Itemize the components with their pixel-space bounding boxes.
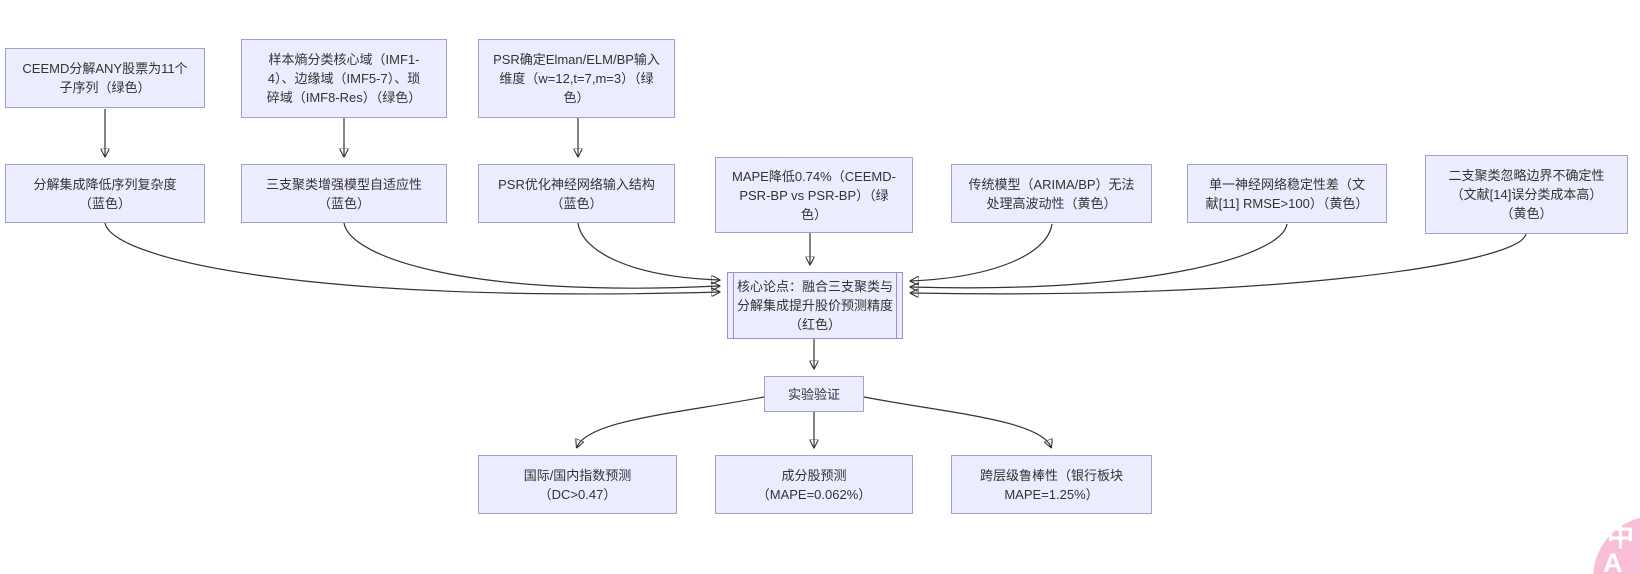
edge-b3-core bbox=[577, 222, 719, 280]
node-label: 国际/国内指数预测 （DC>0.47） bbox=[523, 467, 632, 502]
node-three-way-clustering-adaptivity: 三支聚类增强模型自适应性 （蓝色） bbox=[241, 164, 447, 223]
node-label: PSR确定Elman/ELM/BP输入 维度（w=12,t=7,m=3）（绿 色… bbox=[493, 52, 660, 105]
node-sample-entropy-classification: 样本熵分类核心域（IMF1- 4）、边缘域（IMF5-7）、琐 碎域（IMF8-… bbox=[241, 39, 447, 118]
node-cross-level-robustness-result: 跨层级鲁棒性（银行板块 MAPE=1.25%） bbox=[951, 455, 1152, 514]
node-constituent-stock-result: 成分股预测 （MAPE=0.062%） bbox=[715, 455, 913, 514]
node-index-forecast-result: 国际/国内指数预测 （DC>0.47） bbox=[478, 455, 677, 514]
node-traditional-model-limitation: 传统模型（ARIMA/BP）无法 处理高波动性（黄色） bbox=[951, 164, 1152, 223]
edge-exp-c1 bbox=[577, 396, 765, 447]
node-single-network-instability: 单一神经网络稳定性差（文 献[11] RMSE>100）（黄色） bbox=[1187, 164, 1387, 223]
edge-b6-core bbox=[911, 223, 1288, 288]
edge-b2-core bbox=[343, 222, 719, 288]
translate-icon: 中 A bbox=[1603, 522, 1635, 574]
node-label: PSR优化神经网络输入结构 （蓝色） bbox=[498, 176, 655, 211]
node-two-way-clustering-limitation: 二支聚类忽略边界不确定性 （文献[14]误分类成本高） （黄色） bbox=[1425, 155, 1628, 234]
node-label: 样本熵分类核心域（IMF1- 4）、边缘域（IMF5-7）、琐 碎域（IMF8-… bbox=[266, 52, 422, 105]
node-label: 核心论点：融合三支聚类与 分解集成提升股价预测精度 （红色） bbox=[736, 279, 893, 332]
node-mape-reduction: MAPE降低0.74%（CEEMD- PSR-BP vs PSR-BP）（绿 色… bbox=[715, 157, 913, 233]
node-label: 单一神经网络稳定性差（文 献[11] RMSE>100）（黄色） bbox=[1205, 176, 1369, 211]
node-label: MAPE降低0.74%（CEEMD- PSR-BP vs PSR-BP）（绿 色… bbox=[732, 168, 896, 222]
subroutine-border-line-right bbox=[896, 273, 897, 338]
node-core-thesis: 核心论点：融合三支聚类与 分解集成提升股价预测精度 （红色） bbox=[727, 272, 903, 339]
node-psr-input-dimension: PSR确定Elman/ELM/BP输入 维度（w=12,t=7,m=3）（绿 色… bbox=[478, 39, 675, 118]
node-ceemd-decomposition: CEEMD分解ANY股票为11个 子序列（绿色） bbox=[5, 48, 205, 108]
node-label: 实验验证 bbox=[787, 386, 840, 402]
node-label: 三支聚类增强模型自适应性 （蓝色） bbox=[265, 176, 422, 211]
edge-b5-core bbox=[911, 223, 1053, 281]
subroutine-border-line-left bbox=[733, 273, 734, 338]
node-label: 传统模型（ARIMA/BP）无法 处理高波动性（黄色） bbox=[968, 176, 1135, 211]
node-label: 成分股预测 （MAPE=0.062%） bbox=[756, 467, 872, 502]
node-decomposition-reduces-complexity: 分解集成降低序列复杂度 （蓝色） bbox=[5, 164, 205, 223]
translate-icon-en: A bbox=[1603, 548, 1624, 574]
node-label: 跨层级鲁棒性（银行板块 MAPE=1.25%） bbox=[979, 467, 1123, 502]
node-label: 二支聚类忽略边界不确定性 （文献[14]误分类成本高） （黄色） bbox=[1448, 168, 1605, 221]
node-label: 分解集成降低序列复杂度 （蓝色） bbox=[33, 176, 177, 211]
translate-icon-zh: 中 bbox=[1607, 522, 1635, 552]
node-label: CEEMD分解ANY股票为11个 子序列（绿色） bbox=[22, 61, 188, 95]
edge-b1-core bbox=[104, 222, 719, 294]
edge-exp-c3 bbox=[863, 396, 1051, 447]
edge-b7-core bbox=[911, 233, 1527, 294]
node-psr-optimizes-input-structure: PSR优化神经网络输入结构 （蓝色） bbox=[478, 164, 675, 223]
node-experimental-validation: 实验验证 bbox=[764, 376, 864, 412]
